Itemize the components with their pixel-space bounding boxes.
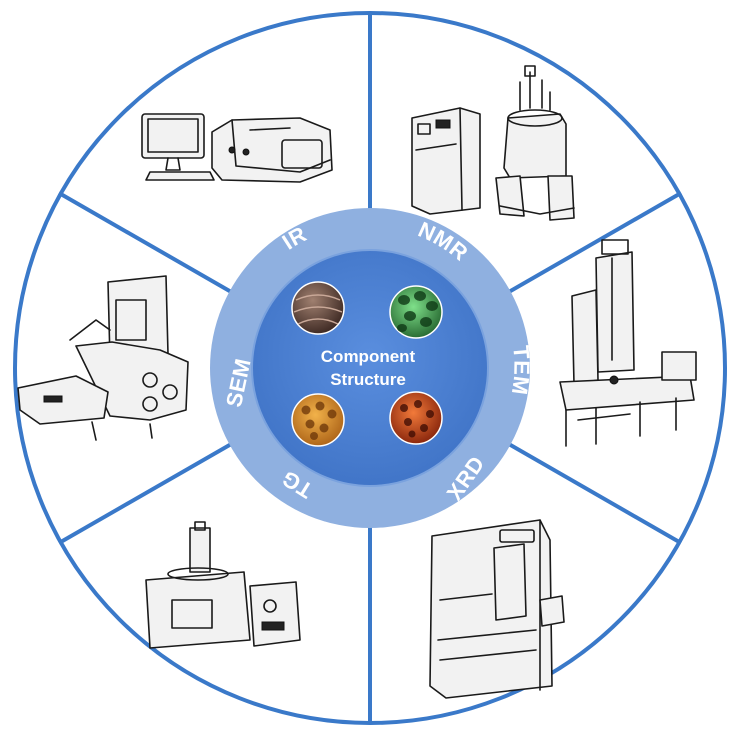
center-label-line2: Structure [330,370,406,389]
center-label-line1: Component [321,347,416,366]
tg-analyzer-icon [145,521,301,649]
micrograph-orange-icon [291,393,345,447]
nmr-spectrometer-icon [411,65,575,221]
ir-spectrometer-icon [141,113,333,183]
tem-microscope-icon [559,239,697,447]
technique-label-tem: TEM [507,344,535,396]
wheel-spokes [58,14,682,722]
micrograph-brown-icon [291,281,345,335]
micrograph-green-icon [389,285,443,339]
sem-microscope-icon [17,275,189,441]
xrd-diffractometer-icon [429,519,565,699]
component-structure-core [251,249,489,487]
micrograph-red-icon [389,391,443,445]
